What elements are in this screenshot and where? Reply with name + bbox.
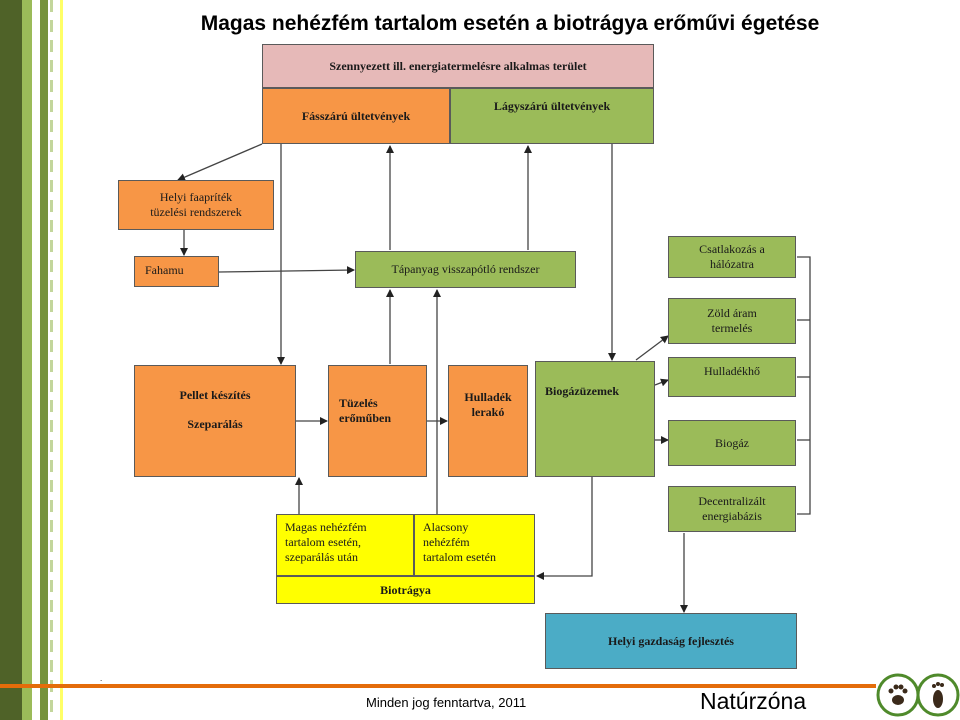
- left-stripe-light: [22, 0, 32, 720]
- footprint-icon: [932, 682, 944, 708]
- left-stripe-green: [40, 0, 48, 720]
- box-decentralized-energy: Decentralizált energiabázis: [668, 486, 796, 532]
- box-woody-plantations: Fásszárú ültetvények: [262, 88, 450, 144]
- arrow-ash-to-nutrient: [218, 266, 355, 275]
- arrow-biogas-to-heat: [654, 378, 669, 387]
- footer-copyright: Minden jog fenntartva, 2011: [366, 695, 527, 710]
- naturzona-logo: [876, 673, 960, 717]
- box-biogas-plants: Biogázüzemek: [535, 361, 655, 477]
- paw-print-icon: [888, 684, 908, 705]
- box-burning-plant: Tüzelés erőműben: [328, 365, 427, 477]
- box-low-heavy-metal: Alacsony nehézfém tartalom esetén: [414, 514, 535, 576]
- box-herbaceous-plantations: Lágyszárú ültetvények: [450, 88, 654, 144]
- footer-divider: [0, 684, 876, 688]
- left-stripe-dark: [0, 0, 22, 720]
- arrow-woody-to-local: [177, 143, 263, 181]
- box-nutrient-system: Tápanyag visszapótló rendszer: [355, 251, 576, 288]
- box-biomanure: Biotrágya: [276, 576, 535, 604]
- box-pellet: Pellet készítés Szeparálás: [134, 365, 296, 477]
- box-waste-landfill: Hulladék lerakó: [448, 365, 528, 477]
- footer-brand: Natúrzóna: [700, 688, 807, 714]
- box-green-power: Zöld áram termelés: [668, 298, 796, 344]
- box-polluted-area: Szennyezett ill. energiatermelésre alkal…: [262, 44, 654, 88]
- arrow-biogas-to-green: [635, 335, 669, 361]
- page-title: Magas nehézfém tartalom esetén a biotrág…: [200, 12, 820, 35]
- box-waste-heat: Hulladékhő: [668, 357, 796, 397]
- box-biogas: Biogáz: [668, 420, 796, 466]
- box-local-economy: Helyi gazdaság fejlesztés: [545, 613, 797, 669]
- box-grid-connection: Csatlakozás a hálózatra: [668, 236, 796, 278]
- box-high-heavy-metal: Magas nehézfém tartalom esetén, szeparál…: [276, 514, 414, 576]
- left-stripe-dashed: [50, 0, 53, 720]
- left-stripe-white: [32, 0, 40, 720]
- bracket-right: [797, 256, 811, 515]
- left-stripe-yellow: [60, 0, 63, 720]
- stray-dot: .: [100, 674, 103, 683]
- box-local-woodchip: Helyi faapríték tüzelési rendszerek: [118, 180, 274, 230]
- arrow-biogas-to-manure: [536, 476, 593, 580]
- box-wood-ash: Fahamu: [134, 256, 219, 287]
